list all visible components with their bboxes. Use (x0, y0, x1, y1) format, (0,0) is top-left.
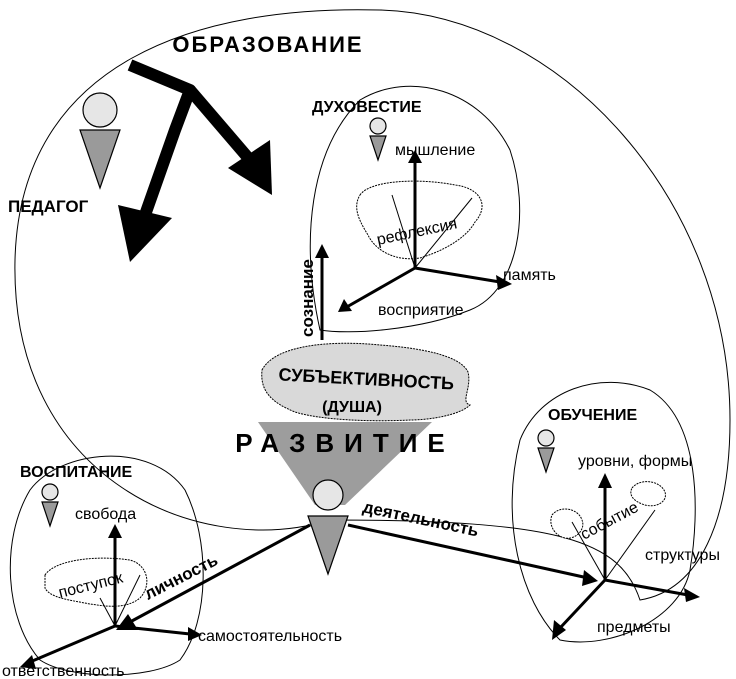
subjectivity-blob (261, 342, 471, 422)
thinking-label: мышление (395, 142, 475, 159)
spirituality-figure (369, 117, 387, 162)
spirituality-label: ДУХОВЕСТИЕ (312, 99, 422, 116)
soul-label: (ДУША) (322, 399, 382, 416)
spirituality-oval (309, 85, 521, 333)
memory-label: память (503, 267, 556, 284)
levels-forms-label: уровни, формы (578, 453, 692, 470)
upbringing-oval (9, 455, 204, 676)
activity-arrow (347, 523, 598, 586)
structures-label: структуры (645, 547, 720, 564)
event-blob-1 (550, 508, 584, 539)
deed-blob (44, 557, 148, 607)
upbringing-label: ВОСПИТАНИЕ (20, 464, 133, 481)
spirituality-axes (338, 150, 512, 312)
event-label: событие (578, 499, 642, 544)
teaching-figure (537, 429, 555, 474)
upbringing-axes (20, 524, 202, 669)
central-figure (307, 479, 349, 576)
teacher-figure (79, 92, 121, 190)
development-label: РАЗВИТИЕ (235, 428, 455, 458)
teacher-label: ПЕДАГОГ (8, 197, 89, 216)
education-label: ОБРАЗОВАНИЕ (172, 32, 363, 57)
consciousness-label: сознание (298, 259, 317, 337)
consciousness-arrow (315, 244, 329, 340)
subjects-label: предметы (597, 619, 671, 636)
teaching-oval (511, 381, 696, 643)
development-band (258, 422, 432, 505)
perception-label: восприятие (378, 302, 464, 319)
reflection-blob (356, 180, 483, 260)
education-loop (14, 9, 731, 601)
upbringing-figure (41, 483, 59, 528)
teaching-axes (552, 473, 700, 640)
event-blob-2 (630, 481, 666, 507)
activity-label: деятельность (361, 497, 480, 540)
freedom-label: свобода (75, 506, 136, 523)
education-arrows (118, 59, 272, 262)
teaching-label: ОБУЧЕНИЕ (548, 407, 637, 424)
independence-label: самостоятельность (198, 628, 342, 645)
responsibility-label: ответственность (2, 663, 125, 679)
